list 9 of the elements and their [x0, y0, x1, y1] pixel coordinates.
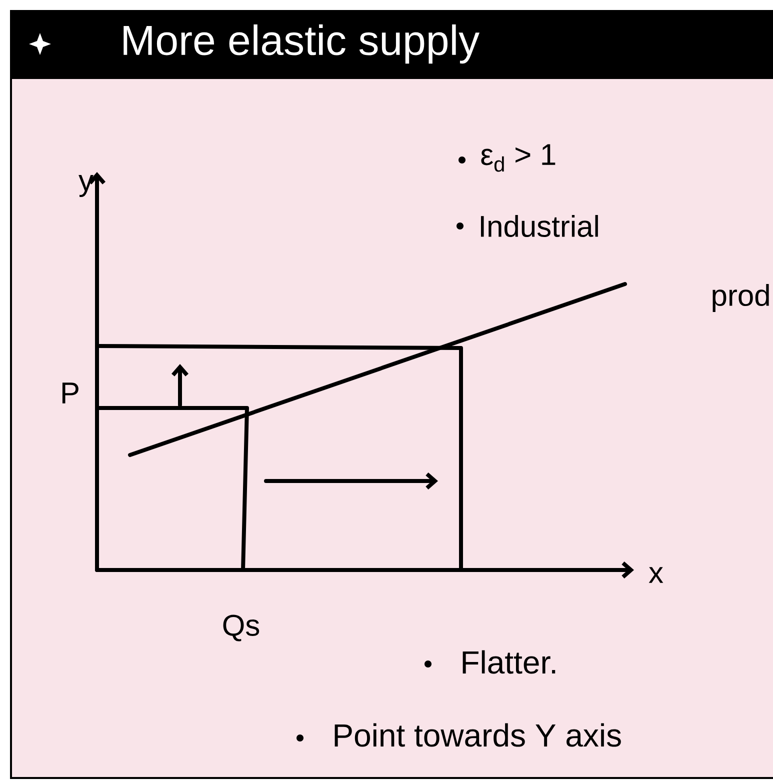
note-text: prod — [712, 284, 769, 312]
axis-label: P — [62, 382, 78, 404]
bullet-text: Flatter. — [462, 650, 556, 674]
bullet-text: Point towards Y axis — [334, 723, 621, 747]
bullet-text: Industrial — [480, 214, 598, 238]
axis-label: Qs — [223, 614, 260, 642]
bullet-text: ε$_{d}$ > 1 — [481, 144, 556, 172]
axis-label: x — [648, 567, 664, 583]
title-bar: More elastic supply — [10, 10, 773, 78]
